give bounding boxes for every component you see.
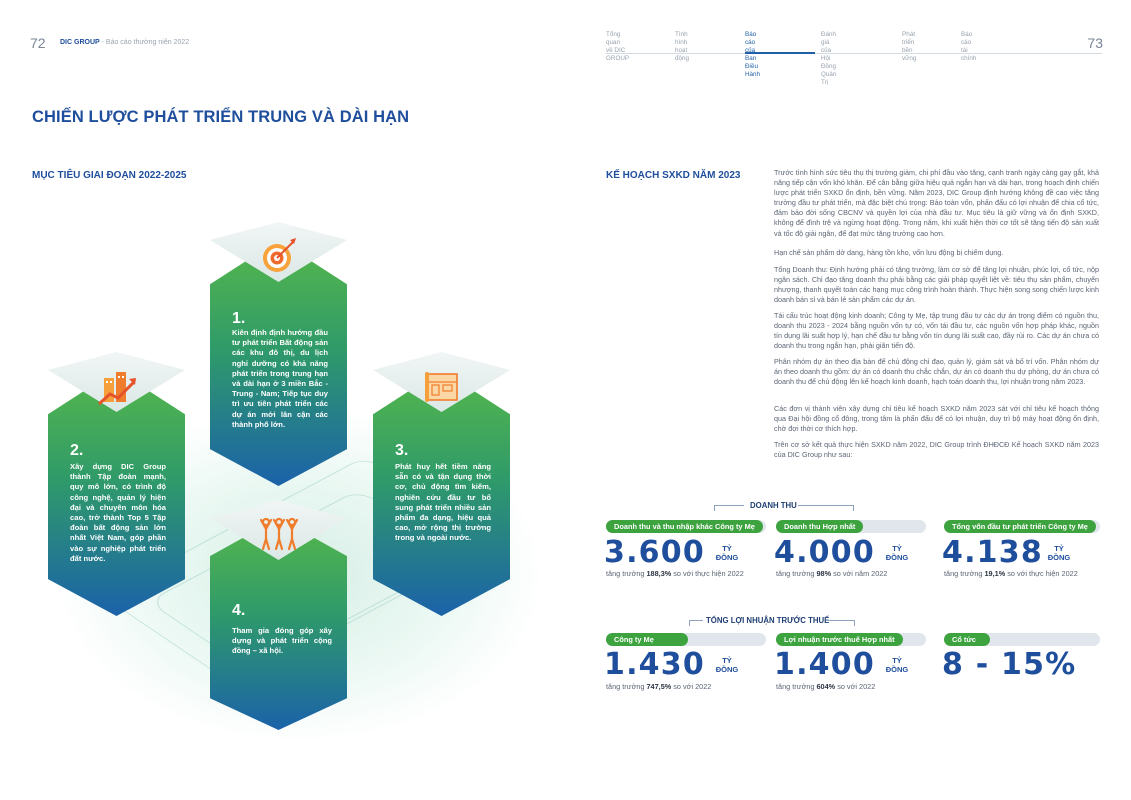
stat-unit: TỶ ĐỒNG (885, 544, 909, 562)
goal-text: Tham gia đóng góp xây dựng và phát triển… (232, 626, 332, 656)
stat-unit: TỶ ĐỒNG (715, 544, 739, 562)
goal-text: Xây dựng DIC Group thành Tập đoàn mạnh, … (70, 462, 166, 563)
revenue-title: DOANH THU (750, 501, 797, 510)
stat-label-pill: Lợi nhuận trước thuế Hợp nhất (776, 633, 926, 646)
section-bracket (714, 505, 715, 511)
profit-title: TỔNG LỢI NHUẬN TRƯỚC THUẾ (706, 616, 830, 625)
stat-value: 8 - 15% (942, 647, 1077, 682)
stat-value: 4.138 (942, 535, 1043, 570)
stat-value: 3.600 (604, 535, 705, 570)
goal-number: 1. (232, 310, 246, 327)
stat-label-pill: Doanh thu và thu nhập khác Công ty Mẹ (606, 520, 766, 533)
page-number-right: 73 (1087, 35, 1103, 51)
plan-paragraph: Tổng Doanh thu: Định hướng phải có tăng … (774, 265, 1099, 305)
stat-label-pill: Tổng vốn đầu tư phát triển Công ty Mẹ (944, 520, 1100, 533)
goal-number: 4. (232, 602, 246, 619)
stat-label-pill: Cổ tức (944, 633, 1100, 646)
stat-growth: tăng trưởng 188,3% so với thực hiện 2022 (606, 569, 744, 578)
section-bracket (798, 505, 853, 506)
nav-item-management-report[interactable]: Báo cáo của Ban Điều Hành (745, 31, 761, 78)
plan-paragraph: Tái cấu trúc hoạt động kinh doanh; Công … (774, 311, 1099, 351)
stat-value: 1.430 (604, 647, 705, 682)
section-bracket (689, 620, 690, 626)
report-name: - Báo cáo thường niên 2022 (101, 39, 190, 46)
nav-item-sustainability[interactable]: Phát triển bền vững (902, 31, 917, 62)
stat-value: 1.400 (774, 647, 875, 682)
nav-item-overview[interactable]: Tổng quan về DIC GROUP (606, 31, 630, 62)
plan-paragraph: Trên cơ sở kết quả thực hiện SXKD năm 20… (774, 440, 1099, 460)
stat-value: 4.000 (774, 535, 875, 570)
plan-paragraph: Hạn chế sản phẩm dở dang, hàng tồn kho, … (774, 248, 1004, 257)
stat-label-pill: Công ty Mẹ (606, 633, 766, 646)
stat-growth: tăng trưởng 604% so với 2022 (776, 682, 876, 691)
plan-paragraph: Các đơn vị thành viên xây dựng chỉ tiêu … (774, 404, 1099, 434)
goals-title: MỤC TIÊU GIAI ĐOẠN 2022-2025 (32, 170, 187, 181)
growth-buildings-icon (97, 372, 136, 406)
page-title: CHIẾN LƯỢC PHÁT TRIỂN TRUNG VÀ DÀI HẠN (32, 108, 410, 126)
brand-name: DIC GROUP (60, 39, 100, 46)
blueprint-icon (425, 372, 458, 402)
report-brand: DIC GROUP - Báo cáo thường niên 2022 (60, 39, 189, 46)
nav-item-financial-report[interactable]: Báo cáo tài chính (961, 31, 977, 62)
nav-active-indicator (745, 52, 815, 54)
stat-label-pill: Doanh thu Hợp nhất (776, 520, 926, 533)
stat-unit: TỶ ĐỒNG (715, 656, 739, 674)
nav-item-board-assessment[interactable]: Đánh giá của Hội Đồng Quản Trị (821, 31, 837, 86)
section-bracket (826, 620, 854, 621)
section-bracket (714, 505, 744, 506)
nav-item-operations[interactable]: Tình hình hoạt động (675, 31, 690, 62)
plan-title: KẾ HOẠCH SXKD NĂM 2023 (606, 170, 741, 181)
section-bracket (853, 505, 854, 511)
goal-text: Kiên định định hướng đầu tư phát triển B… (232, 328, 328, 429)
nav-divider (606, 53, 1102, 54)
goal-number: 3. (395, 442, 409, 459)
community-icon (259, 517, 299, 551)
stat-growth: tăng trưởng 747,5% so với 2022 (606, 682, 712, 691)
section-bracket (689, 620, 703, 621)
stat-unit: TỶ ĐỒNG (1047, 544, 1071, 562)
goal-number: 2. (70, 442, 84, 459)
stat-unit: TỶ ĐỒNG (885, 656, 909, 674)
target-icon (263, 238, 296, 272)
stat-growth: tăng trưởng 19,1% so với thực hiện 2022 (944, 569, 1078, 578)
stat-growth: tăng trưởng 98% so với năm 2022 (776, 569, 888, 578)
goal-text: Phát huy hết tiềm năng sẵn có và tận dụn… (395, 462, 491, 543)
plan-paragraph: Trước tình hình sức tiêu thụ thị trường … (774, 168, 1099, 238)
plan-paragraph: Phân nhóm dự án theo địa bàn để chủ động… (774, 357, 1099, 387)
page-number-left: 72 (30, 35, 46, 51)
section-bracket (854, 620, 855, 626)
